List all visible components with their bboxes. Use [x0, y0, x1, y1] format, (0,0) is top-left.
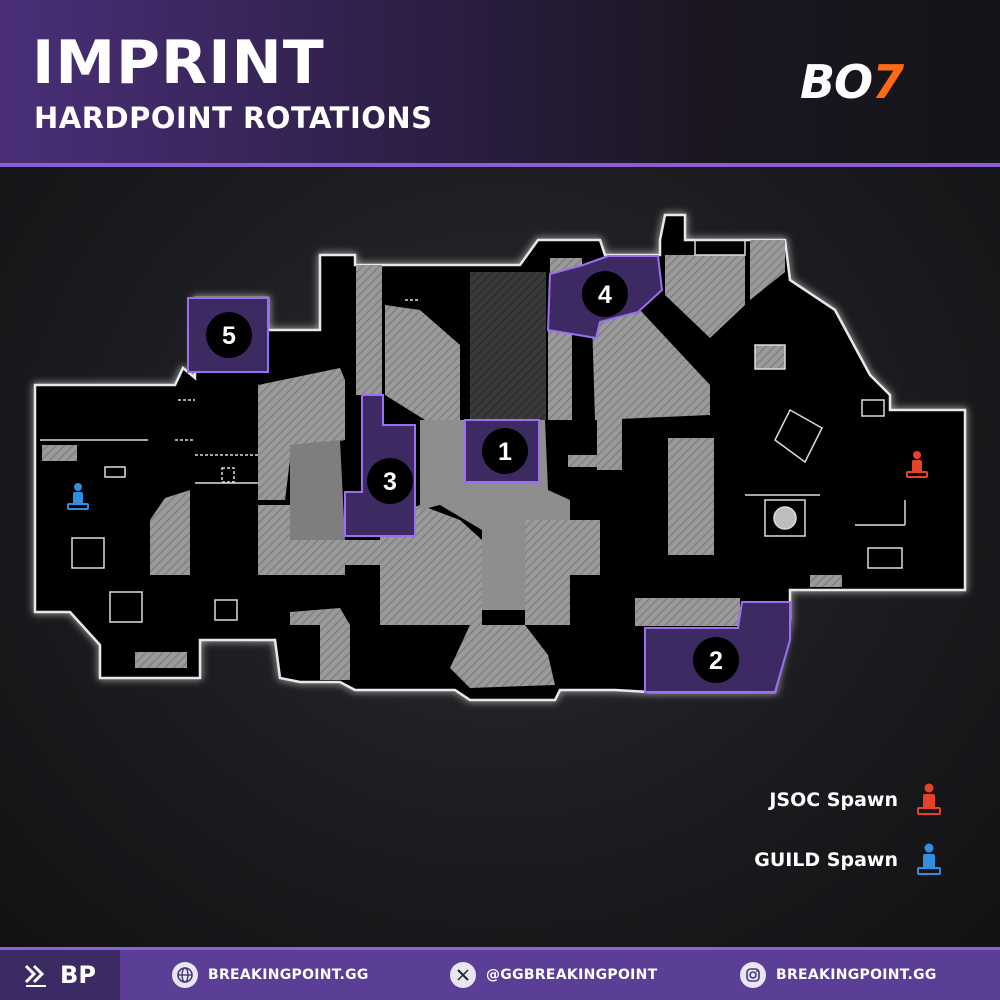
- footer-instagram-text: BREAKINGPOINT.GG: [776, 967, 937, 983]
- building-block: [450, 625, 555, 688]
- x-twitter-icon: [450, 962, 476, 988]
- footer-twitter-link[interactable]: @GGBREAKINGPOINT: [450, 950, 658, 1000]
- footer-divider: [0, 947, 1000, 950]
- building-block: [665, 255, 745, 338]
- game-logo: BO7: [800, 55, 904, 109]
- hardpoint-label-3: 3: [383, 468, 397, 496]
- building-block: [150, 490, 190, 575]
- footer-bar: [0, 947, 1000, 1000]
- building-block: [635, 598, 740, 626]
- guild-spawn-marker: [67, 483, 89, 510]
- guild-spawn-icon: [917, 843, 941, 875]
- building-block: [568, 455, 616, 467]
- room-outline: [221, 467, 235, 483]
- room-outline: [754, 344, 786, 370]
- header-banner: [0, 0, 1000, 165]
- footer-instagram-link[interactable]: BREAKINGPOINT.GG: [740, 950, 937, 1000]
- header-divider: [0, 163, 1000, 167]
- hardpoint-label-1: 1: [498, 438, 512, 466]
- hardpoint-badge-2: [693, 637, 739, 683]
- building-block: [42, 445, 77, 461]
- room-outline: [764, 499, 806, 537]
- building-block: [750, 240, 785, 300]
- map-details: [40, 239, 906, 623]
- logo-main: BO: [800, 55, 873, 109]
- hardpoint-badge-5: [206, 312, 252, 358]
- building-block: [548, 330, 572, 420]
- room-outline: [109, 591, 143, 623]
- room-outline: [104, 466, 126, 478]
- hardpoint-badge-1: [482, 428, 528, 474]
- logo-accent: 7: [872, 55, 904, 109]
- brand-name: BP: [60, 961, 96, 989]
- globe-icon: [172, 962, 198, 988]
- building-block: [592, 310, 710, 420]
- building-blocks: [42, 240, 842, 688]
- floor-area: [290, 440, 345, 540]
- building-block: [345, 505, 482, 625]
- room-outline: [774, 408, 823, 464]
- instagram-icon: [740, 962, 766, 988]
- jsoc-spawn-marker: [906, 451, 928, 478]
- legend-guild: GUILD Spawn: [754, 840, 942, 880]
- room-outline: [71, 537, 105, 569]
- hardpoint-badge-3: [367, 458, 413, 504]
- room-outline: [867, 547, 903, 569]
- room-outline: [861, 399, 885, 417]
- building-block: [356, 265, 382, 395]
- building-block: [810, 575, 842, 587]
- footer-website-link[interactable]: BREAKINGPOINT.GG: [172, 950, 369, 1000]
- footer-website-text: BREAKINGPOINT.GG: [208, 967, 369, 983]
- hardpoint-label-4: 4: [598, 281, 612, 309]
- jsoc-spawn-icon: [917, 783, 941, 815]
- footer-brand: BP: [0, 950, 120, 1000]
- hardpoint-label-2: 2: [709, 647, 723, 675]
- building-block: [135, 652, 187, 668]
- legend-jsoc: JSOC Spawn: [769, 780, 942, 820]
- bp-logo-icon: [24, 964, 47, 987]
- legend-jsoc-label: JSOC Spawn: [769, 789, 898, 811]
- hardpoint-badges: 1 2 3 4 5: [206, 271, 739, 683]
- building-block: [258, 368, 345, 500]
- building-block: [668, 438, 714, 555]
- map-title: IMPRINT: [32, 28, 325, 98]
- room-outline: [214, 599, 238, 621]
- round-feature: [773, 506, 797, 530]
- room-outline: [694, 239, 746, 256]
- hardpoint-label-5: 5: [222, 322, 236, 350]
- building-block: [290, 608, 350, 680]
- legend-guild-label: GUILD Spawn: [754, 849, 898, 871]
- building-block: [525, 520, 600, 625]
- building-block: [385, 305, 460, 420]
- map-subtitle: HARDPOINT ROTATIONS: [34, 101, 433, 135]
- hardpoint-badge-4: [582, 271, 628, 317]
- footer-twitter-text: @GGBREAKINGPOINT: [486, 967, 658, 983]
- building-block: [470, 272, 546, 420]
